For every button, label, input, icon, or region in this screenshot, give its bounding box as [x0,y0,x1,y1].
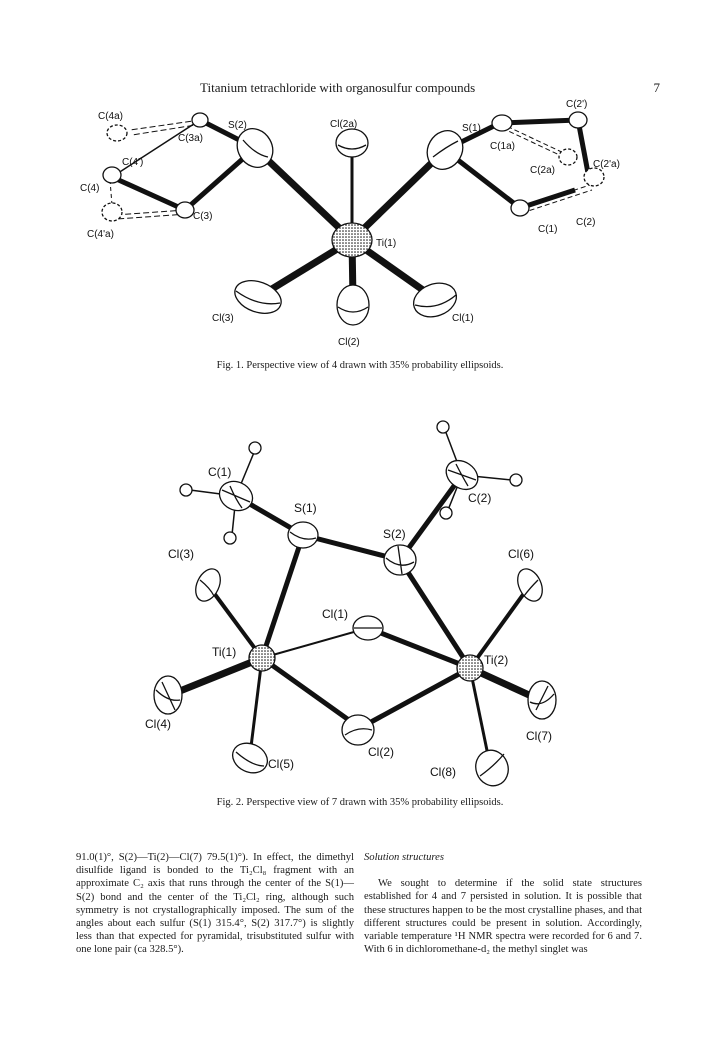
label-c1a: C(1a) [490,141,515,152]
label-ti1: Ti(1) [376,238,396,249]
label-c1: C(1) [208,465,231,479]
left-column: 91.0(1)°, S(2)—Ti(2)—Cl(7) 79.5(1)°). In… [76,851,354,957]
figure-2: C(1) C(2) S(1) S(2) Cl(3) Cl(6) Cl(1) Ti… [0,410,720,790]
label-cl1: Cl(1) [322,607,348,621]
figure-1: C(4a) S(2) Cl(2a) S(1) C(2') C(3a) C(1a)… [0,95,720,355]
label-cl2a: Cl(2a) [330,119,357,130]
figure-1-caption: Fig. 1. Perspective view of 4 drawn with… [216,360,504,371]
figure-1-diagram: C(4a) S(2) Cl(2a) S(1) C(2') C(3a) C(1a)… [80,99,620,348]
label-s2: S(2) [228,120,247,131]
label-cl6: Cl(6) [508,547,534,561]
right-column-text: We sought to determine if the solid stat… [364,878,643,956]
label-ti2: Ti(2) [484,653,508,667]
running-title: Titanium tetrachloride with organosulfur… [200,80,476,95]
page-number: 7 [653,80,661,95]
label-c4p: C(4') [122,157,143,168]
label-c4: C(4) [80,183,99,194]
label-cl4: Cl(4) [145,717,171,731]
label-c4pa: C(4'a) [87,229,114,240]
label-cl7: Cl(7) [526,729,552,743]
label-cl5: Cl(5) [268,757,294,771]
label-cl2: Cl(2) [338,337,360,348]
figure-2-caption: Fig. 2. Perspective view of 7 drawn with… [216,797,504,808]
label-c4a: C(4a) [98,111,123,122]
figure-2-diagram: C(1) C(2) S(1) S(2) Cl(3) Cl(6) Cl(1) Ti… [145,420,557,787]
label-c2: C(2) [468,491,491,505]
label-cl8: Cl(8) [430,765,456,779]
label-c1: C(1) [538,224,557,235]
label-s1: S(1) [462,123,481,134]
label-c3a: C(3a) [178,133,203,144]
section-heading: Solution structures [364,852,444,863]
right-column: Solution structures We sought to determi… [364,851,642,956]
left-column-text: 91.0(1)°, S(2)—Ti(2)—Cl(7) 79.5(1)°). In… [76,852,354,956]
label-c2a: C(2a) [530,165,555,176]
label-cl3: Cl(3) [168,547,194,561]
label-c2p: C(2') [566,99,587,110]
label-cl1: Cl(1) [452,313,474,324]
label-c2: C(2) [576,217,595,228]
label-s2: S(2) [383,527,406,541]
label-cl3: Cl(3) [212,313,234,324]
label-c2pa: C(2'a) [593,159,620,170]
label-s1: S(1) [294,501,317,515]
label-ti1: Ti(1) [212,645,236,659]
label-c3: C(3) [193,211,212,222]
label-cl2: Cl(2) [368,745,394,759]
